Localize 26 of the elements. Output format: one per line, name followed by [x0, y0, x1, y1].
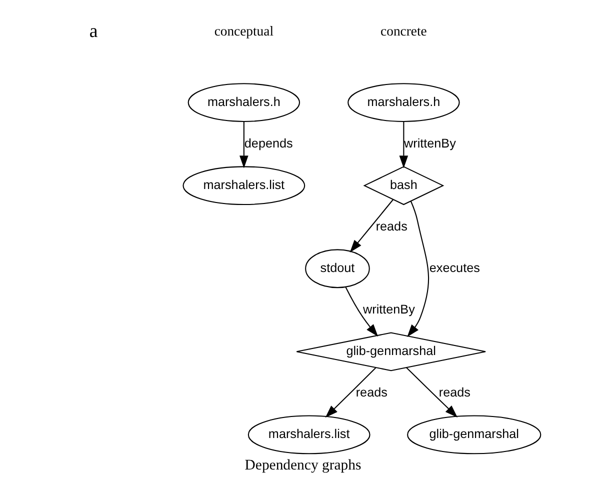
- label: conceptual: [214, 23, 274, 38]
- edge-label: reads: [356, 384, 388, 399]
- edge-label: depends: [244, 136, 293, 150]
- caption: Dependency graphs: [244, 457, 362, 474]
- edge-label: writtenBy: [404, 136, 456, 150]
- arrow: [325, 367, 376, 418]
- edge-label: executes: [429, 260, 480, 274]
- arrow: [407, 200, 430, 337]
- arrow: [345, 286, 378, 336]
- arrow: [240, 121, 248, 168]
- arrow: [399, 121, 408, 168]
- edge-label: writtenBy: [363, 302, 415, 316]
- node-ellipse: glib-genmarshal: [407, 414, 542, 454]
- edge-label: reads: [438, 384, 470, 399]
- edge-label: reads: [376, 218, 408, 233]
- arrow: [350, 198, 394, 252]
- label: a: [89, 20, 98, 42]
- node-ellipse: marshalers.list: [182, 166, 306, 205]
- node-ellipse: marshalers.list: [248, 414, 370, 454]
- label: concrete: [380, 23, 427, 38]
- node-ellipse: marshalers.h: [348, 82, 460, 122]
- node-ellipse: stdout: [305, 248, 370, 288]
- node-diamond: glib-genmarshal: [296, 332, 486, 371]
- node-diamond: bash: [363, 166, 444, 205]
- arrow: [406, 366, 458, 417]
- node-ellipse: marshalers.h: [188, 82, 300, 122]
